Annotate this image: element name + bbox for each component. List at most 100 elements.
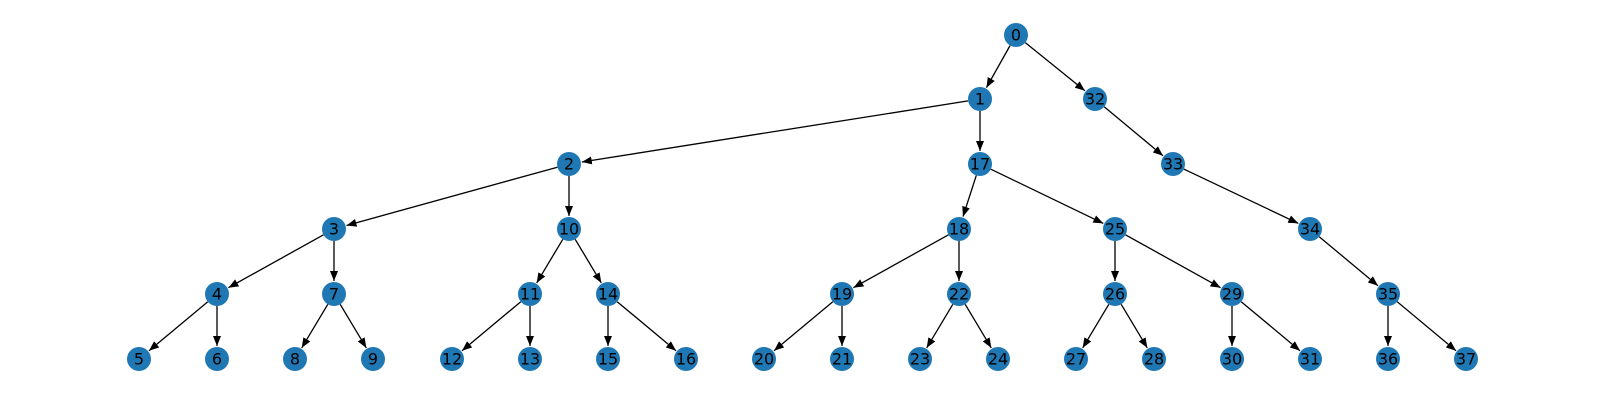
- node-5: 5: [127, 347, 151, 371]
- edge-26-27: [1082, 303, 1110, 349]
- node-35: 35: [1376, 282, 1400, 306]
- node-circle: [440, 347, 464, 371]
- node-label: 9: [368, 350, 378, 369]
- node-circle: [968, 152, 992, 176]
- node-20: 20: [752, 347, 776, 371]
- node-29: 29: [1220, 282, 1244, 306]
- node-label: 29: [1222, 285, 1242, 304]
- node-label: 19: [832, 285, 852, 304]
- node-13: 13: [518, 347, 542, 371]
- node-circle: [1142, 347, 1166, 371]
- node-circle: [947, 282, 971, 306]
- node-label: 23: [910, 350, 930, 369]
- node-10: 10: [557, 217, 581, 241]
- edge-1-2: [581, 100, 969, 165]
- node-circle: [1298, 347, 1322, 371]
- node-circle: [518, 282, 542, 306]
- edge-22-23: [926, 303, 954, 349]
- node-1: 1: [968, 87, 992, 111]
- edge-26-28: [1120, 303, 1148, 349]
- node-circle: [1103, 282, 1127, 306]
- edge-19-20: [773, 301, 834, 352]
- node-circle: [1454, 347, 1478, 371]
- node-label: 16: [676, 350, 696, 369]
- edge-17-25: [990, 168, 1104, 224]
- node-label: 27: [1066, 350, 1086, 369]
- node-circle: [127, 347, 151, 371]
- node-circle: [322, 217, 346, 241]
- node-36: 36: [1376, 347, 1400, 371]
- node-26: 26: [1103, 282, 1127, 306]
- node-14: 14: [596, 282, 620, 306]
- node-label: 31: [1300, 350, 1320, 369]
- node-label: 14: [598, 285, 618, 304]
- node-circle: [1376, 347, 1400, 371]
- node-25: 25: [1103, 217, 1127, 241]
- node-label: 21: [832, 350, 852, 369]
- node-0: 0: [1004, 23, 1028, 47]
- edge-32-33: [1103, 106, 1164, 157]
- node-label: 2: [564, 155, 574, 174]
- edge-7-8: [301, 303, 329, 349]
- node-label: 8: [290, 350, 300, 369]
- node-label: 36: [1378, 350, 1398, 369]
- edge-4-5: [148, 301, 209, 352]
- node-circle: [1004, 23, 1028, 47]
- node-label: 24: [988, 350, 1008, 369]
- node-label: 12: [442, 350, 462, 369]
- node-24: 24: [986, 347, 1010, 371]
- node-label: 33: [1163, 155, 1183, 174]
- edge-10-14: [574, 238, 602, 284]
- node-34: 34: [1298, 217, 1322, 241]
- node-label: 6: [212, 350, 222, 369]
- node-circle: [1064, 347, 1088, 371]
- node-circle: [986, 347, 1010, 371]
- node-18: 18: [947, 217, 971, 241]
- node-circle: [1220, 282, 1244, 306]
- edge-7-9: [339, 303, 367, 349]
- node-circle: [596, 347, 620, 371]
- node-circle: [596, 282, 620, 306]
- node-2: 2: [557, 152, 581, 176]
- edge-29-31: [1240, 301, 1301, 352]
- node-label: 22: [949, 285, 969, 304]
- edge-18-19: [853, 234, 949, 289]
- node-28: 28: [1142, 347, 1166, 371]
- node-circle: [518, 347, 542, 371]
- edge-17-18: [962, 175, 977, 217]
- node-33: 33: [1161, 152, 1185, 176]
- node-11: 11: [518, 282, 542, 306]
- edge-0-1: [985, 45, 1011, 89]
- node-8: 8: [283, 347, 307, 371]
- node-circle: [674, 347, 698, 371]
- node-circle: [283, 347, 307, 371]
- node-12: 12: [440, 347, 464, 371]
- node-label: 11: [520, 285, 540, 304]
- node-label: 30: [1222, 350, 1242, 369]
- node-label: 34: [1300, 220, 1320, 239]
- node-21: 21: [830, 347, 854, 371]
- node-19: 19: [830, 282, 854, 306]
- node-label: 28: [1144, 350, 1164, 369]
- node-3: 3: [322, 217, 346, 241]
- edge-34-35: [1318, 236, 1379, 287]
- node-32: 32: [1083, 87, 1107, 111]
- node-15: 15: [596, 347, 620, 371]
- node-circle: [1103, 217, 1127, 241]
- node-31: 31: [1298, 347, 1322, 371]
- node-label: 5: [134, 350, 144, 369]
- node-label: 20: [754, 350, 774, 369]
- node-circle: [322, 282, 346, 306]
- node-label: 35: [1378, 285, 1398, 304]
- edge-11-12: [461, 301, 522, 352]
- node-label: 1: [975, 90, 985, 109]
- edge-25-29: [1125, 234, 1221, 289]
- node-circle: [908, 347, 932, 371]
- node-circle: [205, 347, 229, 371]
- edge-22-24: [964, 303, 992, 349]
- node-circle: [1161, 152, 1185, 176]
- node-label: 17: [970, 155, 990, 174]
- node-9: 9: [361, 347, 385, 371]
